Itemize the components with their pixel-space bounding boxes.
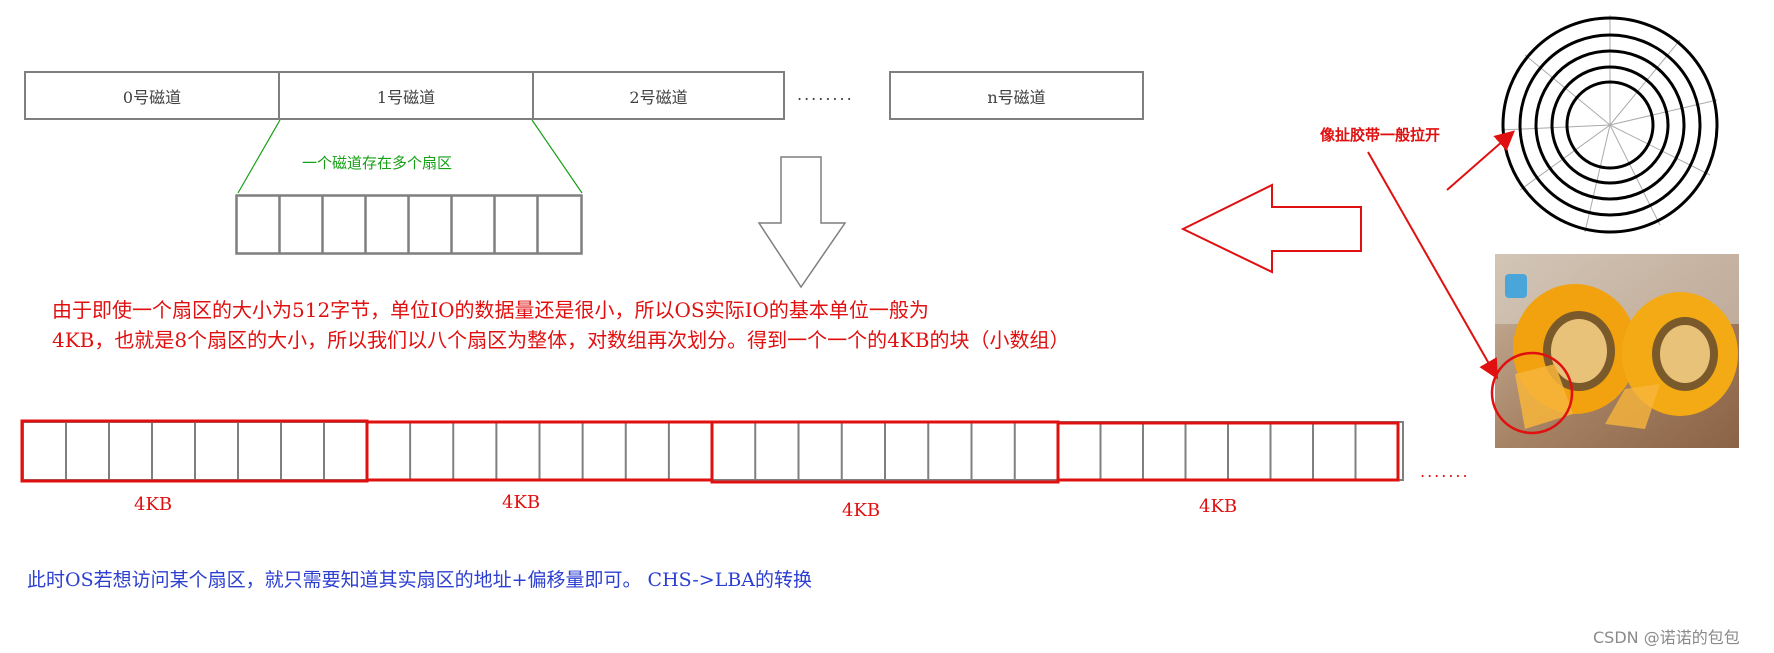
track-2-box: 2号磁道 — [532, 71, 785, 120]
sector-zoom-label: 一个磁道存在多个扇区 — [302, 154, 453, 172]
block-4-outline — [1056, 421, 1400, 482]
tape-highlight-circle — [1490, 351, 1574, 435]
blocks-ellipsis: ....... — [1420, 462, 1470, 481]
track-1-label: 1号磁道 — [376, 87, 436, 107]
block-3-label: 4KB — [842, 500, 881, 521]
track-n-label: n号磁道 — [987, 87, 1046, 107]
tape-photo — [1495, 254, 1739, 448]
pointer-to-disk — [1446, 130, 1516, 191]
pointer-to-tape — [1367, 151, 1498, 380]
explanation-line-1: 由于即使一个扇区的大小为512字节，单位IO的数据量还是很小，所以OS实际IO的… — [52, 298, 929, 322]
watermark: CSDN @诺诺的包包 — [1593, 628, 1740, 647]
block-2-label: 4KB — [502, 492, 541, 513]
explanation-line-2: 4KB，也就是8个扇区的大小，所以我们以八个扇区为整体，对数组再次划分。得到一个… — [52, 328, 1070, 352]
sector-strip — [235, 194, 583, 255]
disk-diagram — [1500, 15, 1719, 234]
bottom-note: 此时OS若想访问某个扇区，就只需要知道其实扇区的地址+偏移量即可。 CHS->L… — [27, 569, 813, 591]
disk-note: 像扯胶带一般拉开 — [1320, 126, 1441, 144]
track-2-label: 2号磁道 — [629, 87, 688, 107]
blocks-row — [20, 419, 1404, 484]
down-arrow — [757, 156, 847, 289]
track-0-box: 0号磁道 — [24, 71, 280, 120]
track-n-box: n号磁道 — [889, 71, 1144, 120]
block-4-label: 4KB — [1199, 496, 1238, 517]
track-1-box: 1号磁道 — [278, 71, 534, 120]
track-0-label: 0号磁道 — [122, 87, 182, 107]
track-ellipsis: ........ — [797, 85, 854, 104]
left-arrow — [1180, 183, 1362, 274]
block-1-label: 4KB — [134, 494, 173, 515]
